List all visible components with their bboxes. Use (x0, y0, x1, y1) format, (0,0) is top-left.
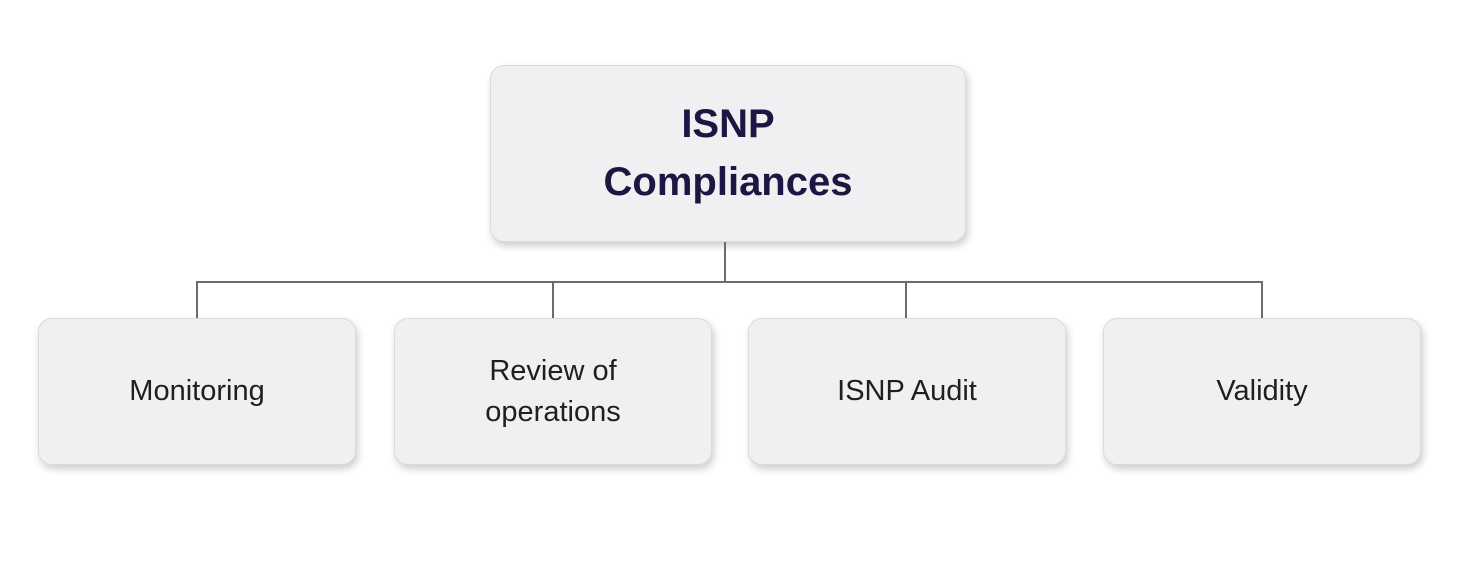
connector-drop-review-of-operations (552, 281, 554, 318)
node-isnp-compliances-label: ISNP Compliances (603, 102, 853, 204)
connector-drop-validity (1261, 281, 1263, 318)
connector-drop-isnp-audit (905, 281, 907, 318)
node-monitoring-label: Monitoring (129, 375, 265, 408)
node-isnp-compliances: ISNP Compliances (490, 65, 966, 242)
node-validity-label: Validity (1216, 375, 1308, 408)
node-review-of-operations-label: Review of operations (485, 354, 621, 428)
connector-drop-monitoring (196, 281, 198, 318)
node-isnp-audit-label: ISNP Audit (837, 375, 977, 408)
connector-root-stem (724, 242, 726, 281)
node-monitoring: Monitoring (38, 318, 356, 465)
node-validity: Validity (1103, 318, 1421, 465)
node-isnp-audit: ISNP Audit (748, 318, 1066, 465)
node-review-of-operations: Review of operations (394, 318, 712, 465)
connector-horizontal-bar (196, 281, 1263, 283)
